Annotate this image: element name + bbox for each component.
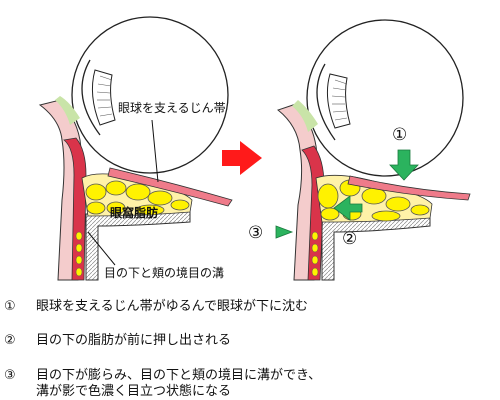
right-lid-tint <box>292 100 318 132</box>
green-triangle-groove <box>275 225 294 239</box>
left-ligament-pointer <box>151 119 159 183</box>
caption-3-text-line2: 溝が影で色濃く目立つ状態になる <box>36 384 232 399</box>
left-eyeball <box>71 16 229 174</box>
right-iris-lines <box>331 79 348 121</box>
left-fat-lobules <box>85 180 190 216</box>
left-panel: 眼球を支えるじん帯 眼窩脂肪 <box>38 16 233 281</box>
caption-1-text: 眼球を支えるじん帯がゆるんで眼球が下に沈む <box>36 299 308 314</box>
caption-1-number: ① <box>4 299 16 314</box>
transition-arrow <box>222 141 262 175</box>
marker-2: ② <box>342 229 357 249</box>
eye-anatomy-diagram: 眼球を支えるじん帯 眼窩脂肪 <box>38 16 471 281</box>
label-ligament: 眼球を支えるじん帯 <box>118 101 226 115</box>
left-iris-lines <box>96 75 113 117</box>
right-bone <box>321 213 431 281</box>
green-arrow-down <box>389 149 419 181</box>
caption-3-number: ③ <box>4 368 16 383</box>
right-iris <box>326 73 351 129</box>
marker-3: ③ <box>248 223 263 243</box>
label-fat: 眼窩脂肪 <box>110 205 158 220</box>
right-cheek-fat <box>311 231 319 277</box>
right-ligament-band <box>347 175 471 201</box>
right-fat-lobules <box>317 179 430 222</box>
left-lid-tint <box>55 96 80 125</box>
left-groove-pointer <box>87 231 116 266</box>
right-cornea <box>316 63 336 141</box>
label-groove: 目の下と頬の境目の溝 <box>104 265 224 280</box>
left-cornea <box>81 59 101 136</box>
right-eyeball <box>306 19 464 177</box>
left-cheek-fat <box>75 231 83 277</box>
left-ligament-band <box>107 167 233 207</box>
caption-2-number: ② <box>4 333 16 348</box>
caption-3-text-line1: 目の下が膨らみ、目の下と頬の境目に溝ができ、 <box>36 368 322 383</box>
right-panel: ① ② ③ <box>248 19 471 281</box>
marker-1: ① <box>392 125 407 145</box>
green-arrow-left <box>333 195 363 221</box>
caption-2-text: 目の下の脂肪が前に押し出される <box>36 333 232 348</box>
